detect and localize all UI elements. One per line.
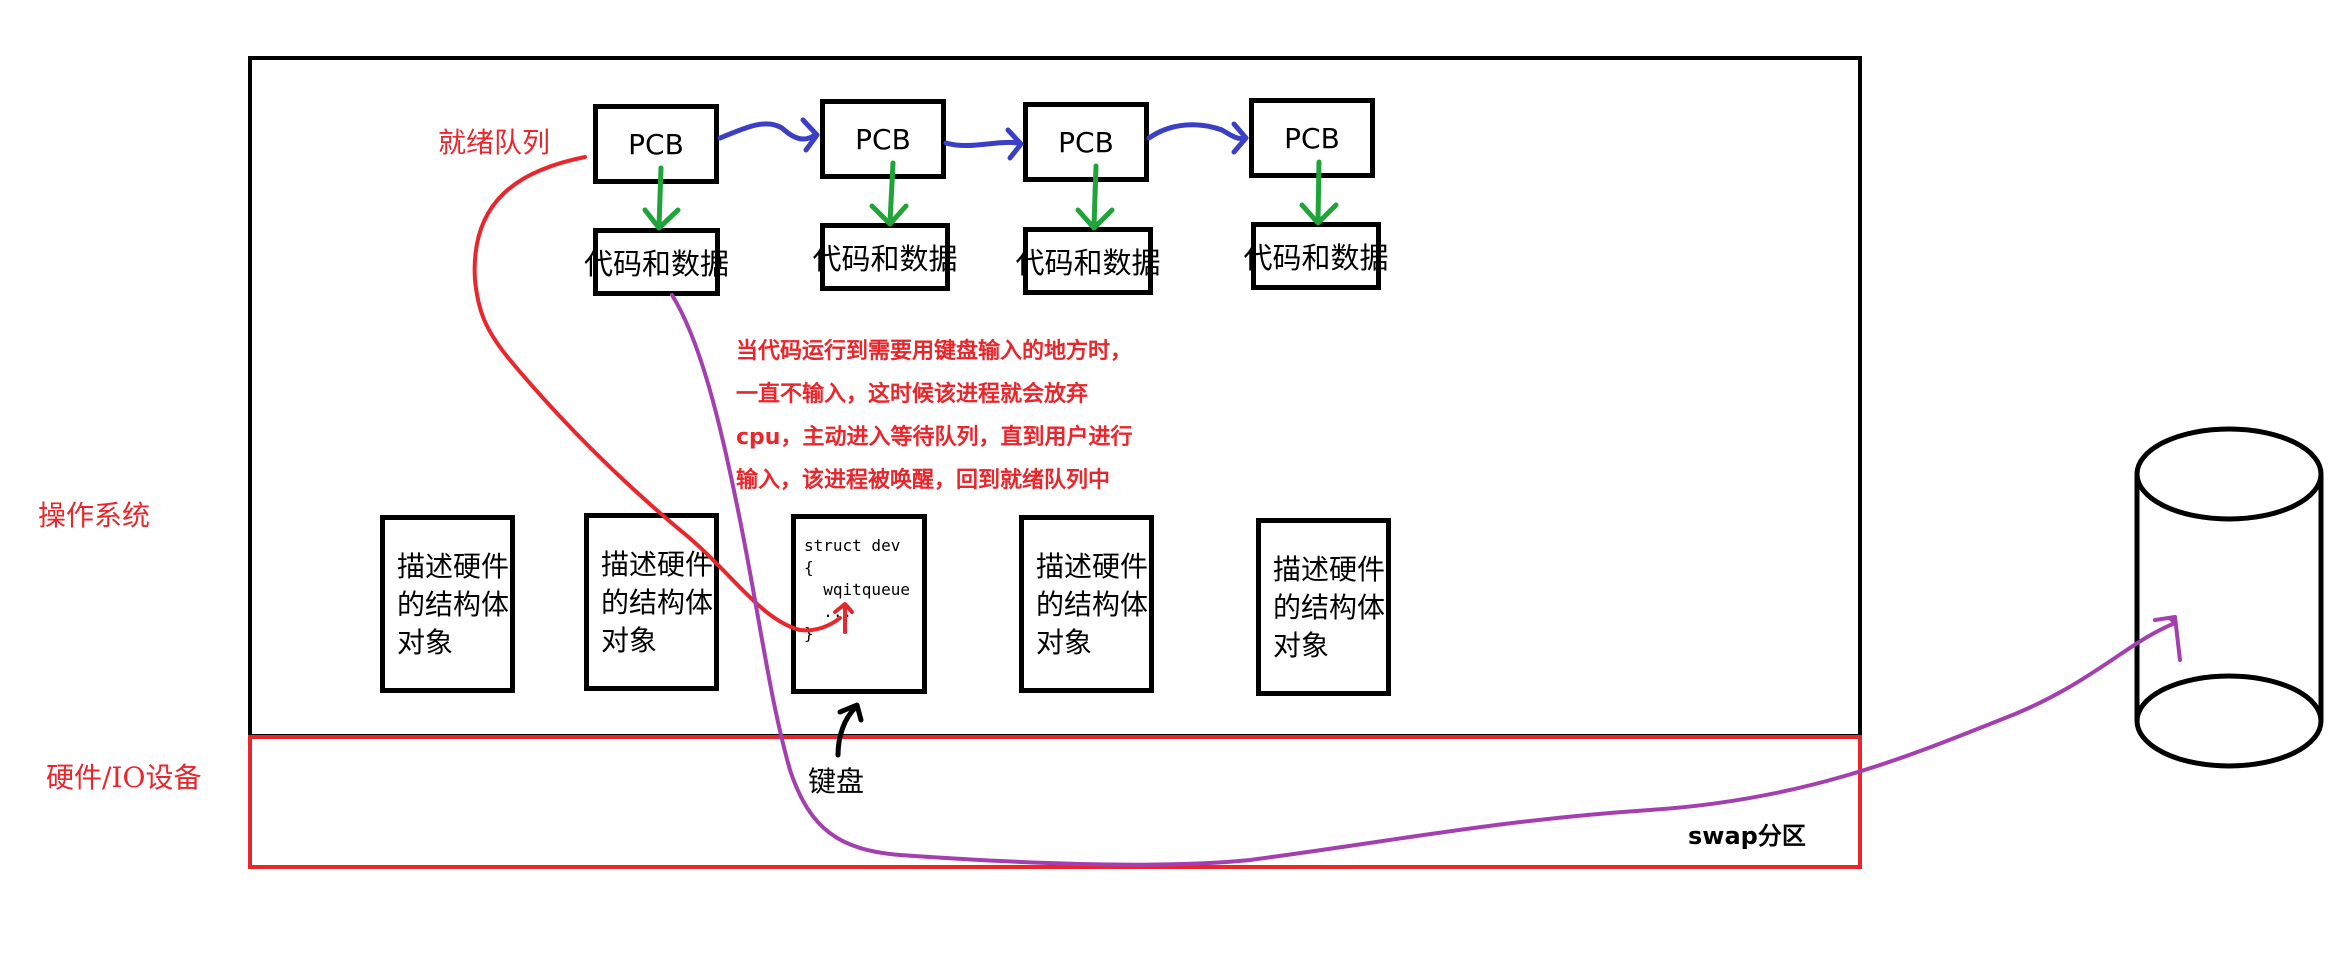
hardware-label: 硬件/IO设备 xyxy=(46,761,202,794)
swap-disk-icon xyxy=(2134,426,2324,769)
device-line: 描述硬件 xyxy=(1273,553,1386,586)
queue-arrow-2-head xyxy=(1005,127,1024,161)
note-line: 一直不输入，这时候该进程就会放弃 xyxy=(736,382,1089,407)
device-line: 对象 xyxy=(1036,626,1093,659)
device-line: 的结构体 xyxy=(1036,588,1149,621)
queue-arrow-1-head xyxy=(800,117,820,153)
keyboard-label: 键盘 xyxy=(808,765,865,798)
device-line: 描述硬件 xyxy=(397,550,510,583)
keyboard-pointer-arrow xyxy=(835,702,864,758)
pcb-box-3: PCB xyxy=(1023,102,1149,182)
swap-out-arrow xyxy=(670,293,2182,867)
ready-queue-link-arrows xyxy=(717,117,1249,161)
hardware-io-frame xyxy=(248,735,1862,869)
struct-line: { xyxy=(804,558,814,577)
wait-queue-arrow xyxy=(472,155,854,634)
pcb-box-1: PCB xyxy=(593,104,719,184)
note-line: 输入，该进程被唤醒，回到就绪队列中 xyxy=(736,468,1111,493)
device-line: 描述硬件 xyxy=(1036,550,1149,583)
struct-line: struct dev xyxy=(804,536,901,555)
pcb-to-data-arrows xyxy=(642,159,1339,231)
wait-queue-note: 当代码运行到需要用键盘输入的地方时， 一直不输入，这时候该进程就会放弃 cpu，… xyxy=(736,330,1132,502)
struct-line: } xyxy=(804,624,814,643)
queue-arrow-1 xyxy=(717,121,818,142)
device-line: 对象 xyxy=(1273,629,1330,662)
code-data-box-2: 代码和数据 xyxy=(813,223,958,291)
note-line: 当代码运行到需要用键盘输入的地方时， xyxy=(736,339,1133,364)
queue-arrow-2 xyxy=(943,139,1021,148)
queue-arrow-3 xyxy=(1146,122,1247,141)
code-data-box-3: 代码和数据 xyxy=(1016,227,1161,295)
device-line: 对象 xyxy=(601,624,658,657)
note-line: cpu，主动进入等待队列，直到用户进行 xyxy=(736,425,1133,450)
device-line: 的结构体 xyxy=(1273,591,1386,624)
device-struct-box-4: 描述硬件 的结构体 对象 xyxy=(1019,515,1154,693)
pcb-box-4: PCB xyxy=(1249,98,1375,178)
device-line: 对象 xyxy=(397,626,454,659)
queue-arrow-3-head xyxy=(1231,121,1249,155)
device-line: 描述硬件 xyxy=(601,548,714,581)
device-line: 的结构体 xyxy=(601,586,714,619)
device-line: 的结构体 xyxy=(397,588,510,621)
os-label: 操作系统 xyxy=(38,499,151,532)
device-struct-box-1: 描述硬件 的结构体 对象 xyxy=(380,515,515,693)
swap-label: swap分区 xyxy=(1688,822,1806,850)
device-struct-box-5: 描述硬件 的结构体 对象 xyxy=(1256,518,1391,696)
pcb-box-2: PCB xyxy=(820,99,946,179)
code-data-box-1: 代码和数据 xyxy=(584,228,729,296)
ready-queue-label: 就绪队列 xyxy=(438,126,551,159)
struct-line: wqitqueue xyxy=(804,580,910,599)
